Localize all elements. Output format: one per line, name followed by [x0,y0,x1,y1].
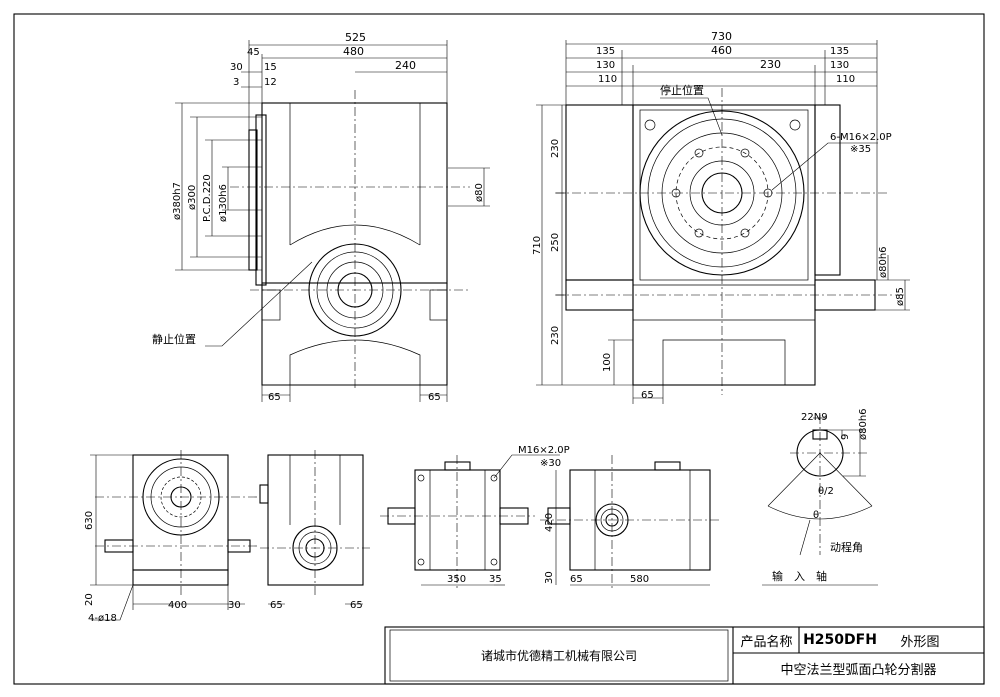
dim-65-bv-c: 65 [570,574,583,585]
dim-525: 525 [345,31,366,44]
bolt-spec: 6-M16×2.0P [830,132,892,143]
dim-20: 20 [84,593,95,606]
dim-400: 400 [168,600,187,611]
dim-30-a: 30 [228,600,241,611]
dim-65b: 65 [428,392,441,403]
input-shaft: 输 入 轴 [772,569,827,583]
dim-22n9: 22N9 [801,412,828,423]
dim-80: ø80 [474,183,485,202]
dim-65-right: 65 [641,390,654,401]
dimension-texts: 525 480 45 240 30 15 3 12 ø380h7 ø300 P.… [84,30,906,624]
company-name: 诸城市优德精工机械有限公司 [480,649,637,663]
dim-80h6: ø80h6 [878,246,889,278]
dim-65-bv-b: 65 [350,600,363,611]
bottom-view-4 [540,455,720,590]
left-side-view [175,40,490,402]
shaft-detail [762,415,878,586]
dim-15: 15 [264,62,277,73]
bolt-depth: ※35 [850,144,871,155]
dim-460: 460 [711,44,732,57]
dim-100: 100 [602,353,613,372]
model-number: H250DFH [803,632,877,648]
title-block [384,626,985,685]
dim-630: 630 [84,511,95,530]
dim-30: 30 [230,62,243,73]
dim-shaft-80h6: ø80h6 [858,408,869,440]
bottom-view-3 [380,454,560,590]
drawing-type: 外形图 [900,634,940,650]
dim-30-b: 30 [544,571,555,584]
dim-135a: 135 [596,46,615,57]
bottom-view-2 [259,450,370,605]
dim-580: 580 [630,574,649,585]
dim-480: 480 [343,45,364,58]
dim-130b: 130 [830,60,849,71]
dim-pcd220: P.C.D.220 [202,174,213,222]
small-bolt-depth: ※30 [540,458,561,469]
dim-300: ø300 [187,185,198,210]
mount-holes: 4-ø18 [88,613,117,624]
dim-110a: 110 [598,74,617,85]
motion-angle: 动程角 [830,541,863,554]
dim-250: 250 [550,233,561,252]
dim-3: 3 [233,77,239,88]
dim-350: 350 [447,574,466,585]
dim-710: 710 [532,236,543,255]
dim-12: 12 [264,77,277,88]
dim-85: ø85 [895,287,906,306]
dim-230a: 230 [550,139,561,158]
dim-730: 730 [711,30,732,43]
stop-position-left: 静止位置 [152,332,196,346]
product-name-label: 产品名称 [740,634,793,650]
product-description: 中空法兰型弧面凸轮分割器 [780,663,937,678]
dim-130: ø130h6 [218,184,229,222]
theta-half: θ/2 [818,486,834,497]
dim-240: 240 [395,59,416,72]
front-view [536,40,910,404]
dim-380: ø380h7 [172,182,183,220]
dim-135b: 135 [830,46,849,57]
dim-65-bv-a: 65 [270,600,283,611]
small-bolt-spec: M16×2.0P [518,445,570,456]
dim-65a: 65 [268,392,281,403]
dim-420: 420 [544,513,555,532]
bottom-view-1 [90,450,260,621]
dim-9: 9 [840,434,851,440]
dim-230-top: 230 [760,58,781,71]
dim-45: 45 [247,47,260,58]
stop-position-right: 停止位置 [660,83,704,97]
dim-230b: 230 [550,326,561,345]
dim-130a: 130 [596,60,615,71]
theta: θ [813,510,819,521]
dim-110b: 110 [836,74,855,85]
dim-35: 35 [489,574,502,585]
